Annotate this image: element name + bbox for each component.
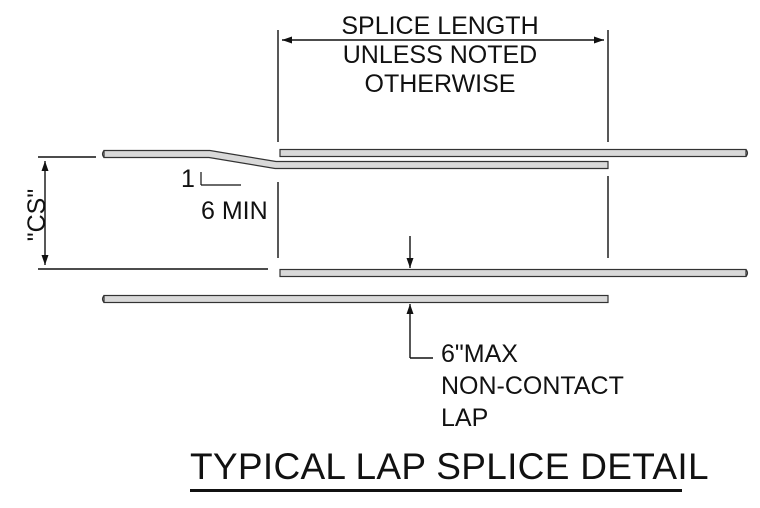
gap-note-line-1: 6"MAX — [441, 340, 518, 368]
upper-right-bar-break — [745, 149, 749, 157]
splice-note-line-2: UNLESS NOTED — [342, 41, 538, 69]
upper-left-bar — [103, 149, 609, 170]
detail-title: TYPICAL LAP SPLICE DETAIL — [190, 446, 709, 487]
gap-note-line-3: LAP — [441, 404, 489, 432]
slope-rise-label: 1 — [181, 165, 195, 193]
splice-note-line-3: OTHERWISE — [364, 70, 516, 98]
lower-right-bar-break — [745, 269, 749, 277]
splice-length-note: SPLICE LENGTH UNLESS NOTED OTHERWISE — [295, 12, 585, 99]
slope-run-label: 6 MIN — [201, 197, 268, 225]
bar-spacing-label: "CS" — [23, 188, 51, 242]
lower-left-bar — [103, 294, 609, 304]
non-contact-lap-note: 6"MAX NON-CONTACT LAP — [441, 338, 624, 434]
lower-left-bar-break — [101, 295, 105, 303]
splice-note-line-1: SPLICE LENGTH — [341, 12, 539, 40]
gap-note-line-2: NON-CONTACT — [441, 372, 624, 400]
title-underline — [190, 489, 682, 492]
upper-right-bar — [279, 148, 747, 158]
upper-left-bar-break — [101, 150, 105, 158]
lower-right-bar — [279, 268, 747, 278]
